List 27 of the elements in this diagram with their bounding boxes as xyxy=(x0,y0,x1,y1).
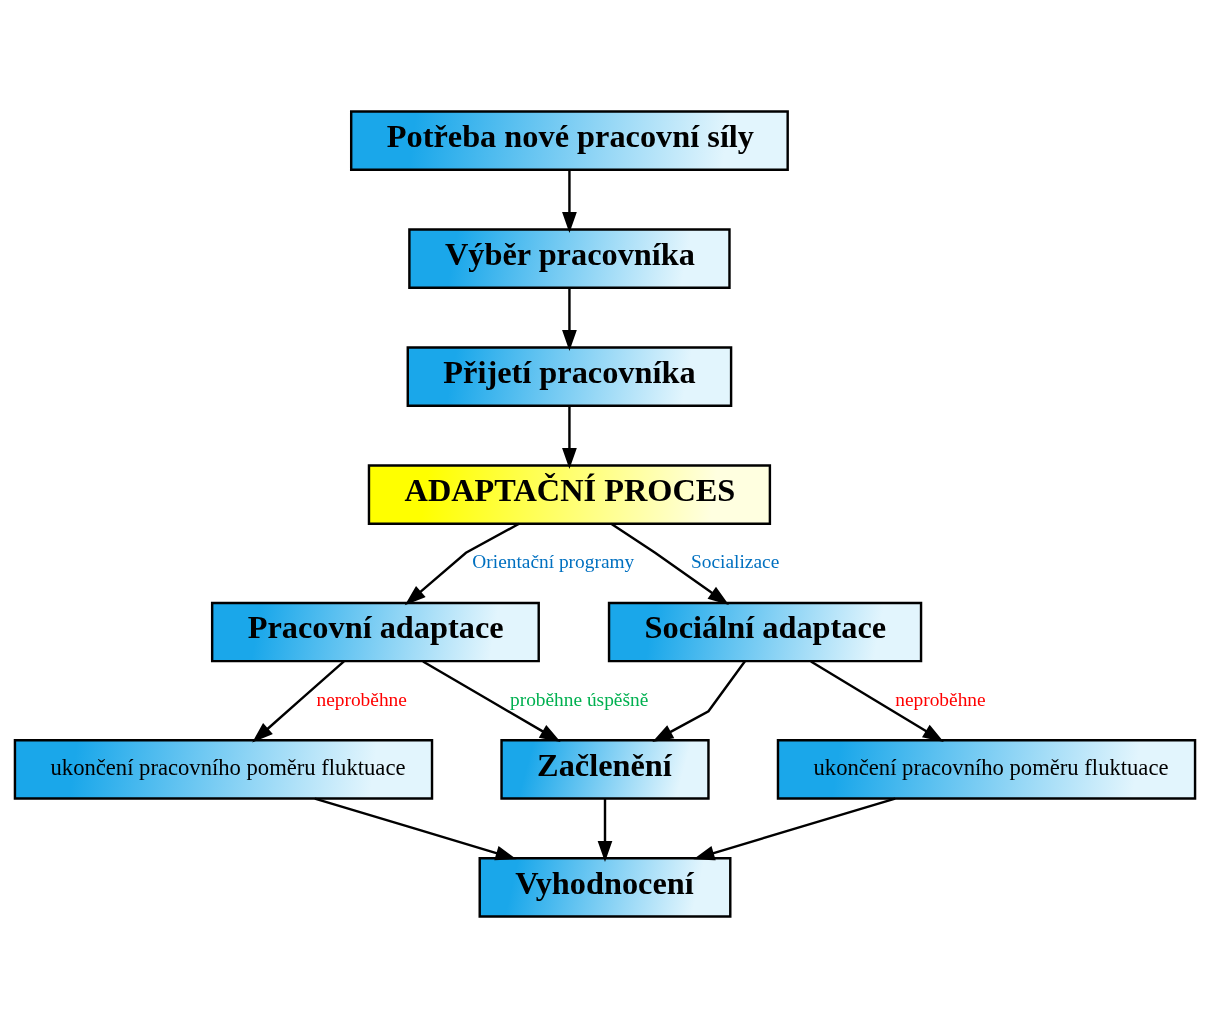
arrow xyxy=(252,660,345,743)
node-box: Začlenění xyxy=(500,739,710,800)
arrow xyxy=(562,406,577,470)
arrow xyxy=(562,169,577,234)
node-box: Přijetí pracovníka xyxy=(406,346,733,407)
node-box: Pracovní adaptace xyxy=(210,601,540,663)
edge-label: neproběhne xyxy=(895,688,986,710)
arrow xyxy=(314,797,517,861)
edge-label: Socializace xyxy=(691,551,780,573)
arrow xyxy=(422,660,561,742)
arrow xyxy=(562,288,577,352)
node-box: Sociální adaptace xyxy=(607,601,923,663)
edge-label: proběhne úspěšně xyxy=(510,688,649,710)
arrow xyxy=(693,797,896,861)
node-box: ukončení pracovního poměru fluktuace xyxy=(776,739,1197,800)
arrow xyxy=(597,798,613,862)
arrow xyxy=(652,660,746,742)
node-box: ukončení pracovního poměru fluktuace xyxy=(13,739,434,800)
node-box: Výběr pracovníka xyxy=(408,228,731,289)
node-box: ADAPTAČNÍ PROCES xyxy=(367,464,772,525)
node-box: Potřeba nové pracovní síly xyxy=(350,110,789,171)
arrow xyxy=(610,522,729,605)
arrow xyxy=(810,660,944,742)
edge-label: neproběhne xyxy=(316,688,407,710)
node-box: Vyhodnocení xyxy=(478,857,732,918)
arrow xyxy=(404,522,520,606)
edge-label: Orientační programy xyxy=(472,551,635,573)
